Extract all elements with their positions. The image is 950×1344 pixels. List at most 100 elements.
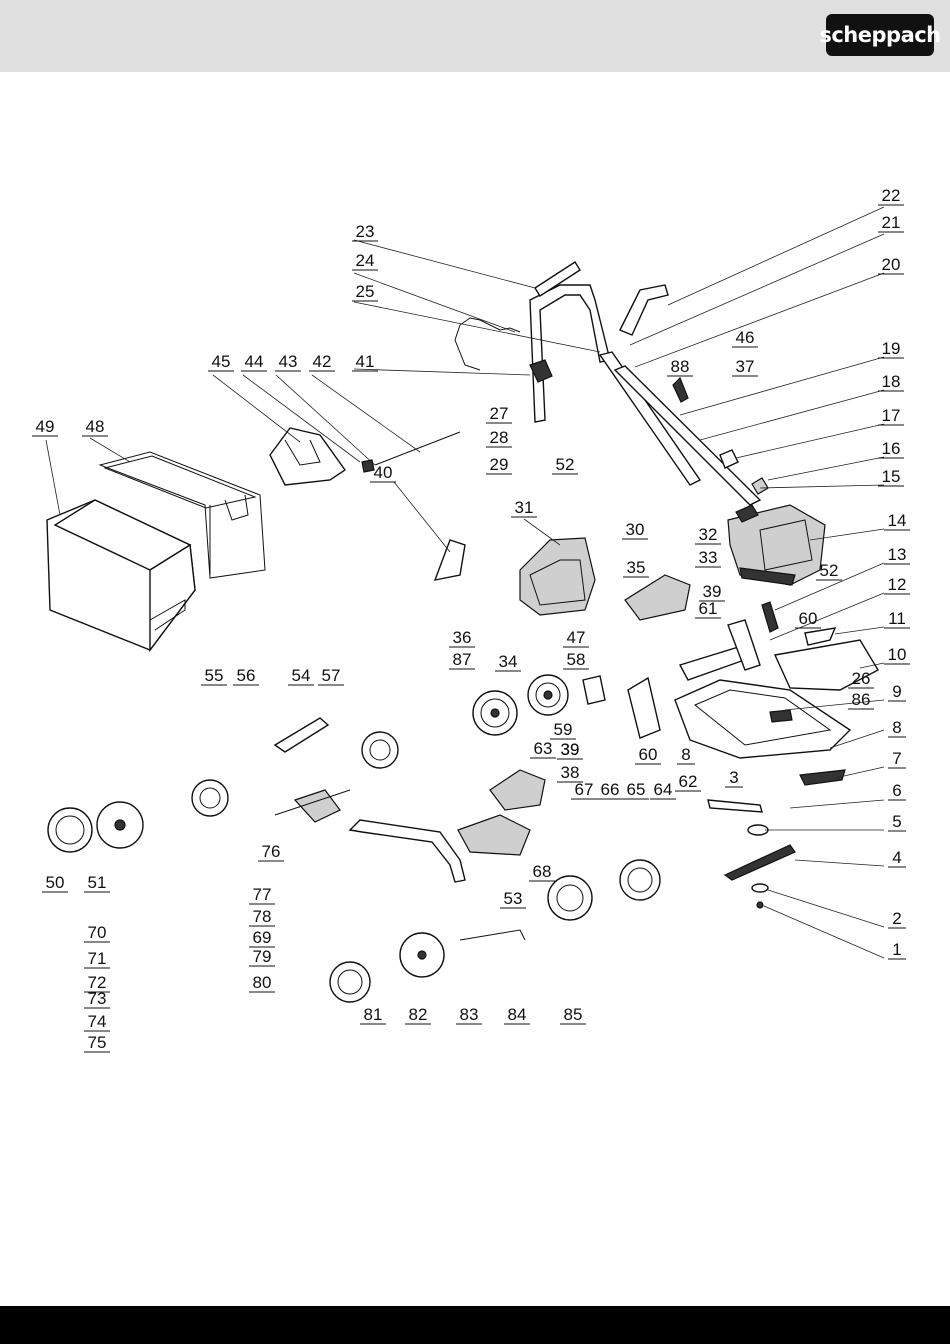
part-label: 75 — [88, 1033, 107, 1052]
part-label: 71 — [88, 949, 107, 968]
part-label: 80 — [253, 973, 272, 992]
part-label: 27 — [490, 404, 509, 423]
drive-pulley-part — [362, 732, 398, 768]
part-label: 35 — [627, 558, 646, 577]
part-label: 19 — [882, 339, 901, 358]
part-label: 10 — [888, 645, 907, 664]
part-label: 70 — [88, 923, 107, 942]
part-label: 15 — [882, 467, 901, 486]
part-label: 87 — [453, 650, 472, 669]
part-label: 53 — [504, 889, 523, 908]
part-label: 46 — [736, 328, 755, 347]
part-label: 16 — [882, 439, 901, 458]
part-label: 6 — [892, 781, 901, 800]
part-label: 58 — [567, 650, 586, 669]
part-label: 61 — [699, 599, 718, 618]
part-label: 37 — [736, 357, 755, 376]
part-label: 64 — [654, 780, 673, 799]
wheel-bracket-part — [628, 678, 660, 738]
mulch-insert-part — [490, 770, 545, 810]
part-label: 60 — [639, 745, 658, 764]
part-label: 22 — [882, 186, 901, 205]
part-label: 4 — [892, 848, 901, 867]
part-label: 76 — [262, 842, 281, 861]
rear-flap-part — [435, 540, 465, 580]
part-label: 51 — [88, 873, 107, 892]
part-label: 39 — [561, 740, 580, 759]
mulch-plug-part — [458, 815, 530, 855]
part-label: 69 — [253, 928, 272, 947]
part-label: 52 — [820, 561, 839, 580]
part-label: 40 — [374, 463, 393, 482]
washer-part — [752, 884, 768, 892]
blade-holder-part — [708, 800, 762, 812]
upper-handle-part — [530, 262, 610, 422]
part-label: 81 — [364, 1005, 383, 1024]
part-label: 55 — [205, 666, 224, 685]
part-label: 31 — [515, 498, 534, 517]
side-plate-part — [583, 676, 605, 704]
bail-bar-part — [455, 318, 520, 370]
drive-bracket-part — [275, 718, 328, 752]
throttle-part — [762, 602, 778, 632]
part-label: 67 — [575, 780, 594, 799]
front-right-wheel-part — [330, 860, 660, 1002]
part-label: 7 — [892, 749, 901, 768]
part-label: 65 — [627, 780, 646, 799]
part-label: 54 — [292, 666, 311, 685]
part-label: 82 — [409, 1005, 428, 1024]
part-label: 85 — [564, 1005, 583, 1024]
part-label: 28 — [490, 428, 509, 447]
part-label: 78 — [253, 907, 272, 926]
part-label: 66 — [601, 780, 620, 799]
part-label: 21 — [882, 213, 901, 232]
part-label: 47 — [567, 628, 586, 647]
part-label: 18 — [882, 372, 901, 391]
part-label: 13 — [888, 545, 907, 564]
part-label: 14 — [888, 511, 907, 530]
part-label: 33 — [699, 548, 718, 567]
page-footer — [0, 1306, 950, 1344]
part-label: 50 — [46, 873, 65, 892]
knob-part — [752, 478, 768, 494]
grass-box-part — [47, 500, 195, 650]
bolt-part — [757, 902, 763, 908]
part-label: 29 — [490, 455, 509, 474]
mower-deck-part — [675, 680, 850, 758]
part-label: 42 — [313, 352, 332, 371]
part-label: 56 — [237, 666, 256, 685]
part-label: 86 — [852, 690, 871, 709]
part-label: 12 — [888, 575, 907, 594]
rear-guard-part — [520, 538, 595, 615]
part-label: 24 — [356, 251, 375, 270]
part-label: 1 — [892, 940, 901, 959]
part-label: 23 — [356, 222, 375, 241]
part-label: 9 — [892, 682, 901, 701]
part-label: 20 — [882, 255, 901, 274]
part-label: 49 — [36, 417, 55, 436]
part-label: 26 — [852, 669, 871, 688]
part-label: 83 — [460, 1005, 479, 1024]
part-label: 59 — [554, 720, 573, 739]
part-label: 52 — [556, 455, 575, 474]
part-label: 60 — [799, 609, 818, 628]
part-label: 17 — [882, 406, 901, 425]
part-label: 57 — [322, 666, 341, 685]
part-label: 3 — [729, 768, 738, 787]
part-label: 41 — [356, 352, 375, 371]
grass-box-lid-part — [270, 428, 374, 485]
part-label: 34 — [499, 652, 518, 671]
rear-axle-part — [460, 930, 525, 940]
part-label: 48 — [86, 417, 105, 436]
part-label: 73 — [88, 989, 107, 1008]
part-label: 2 — [892, 909, 901, 928]
part-label: 32 — [699, 525, 718, 544]
part-label: 77 — [253, 885, 272, 904]
blade-part — [725, 845, 795, 880]
front-left-wheel-part — [48, 780, 228, 852]
part-label: 11 — [888, 609, 906, 628]
rear-rod-part — [375, 432, 460, 465]
part-label: 79 — [253, 947, 272, 966]
height-plate-part — [625, 575, 690, 620]
